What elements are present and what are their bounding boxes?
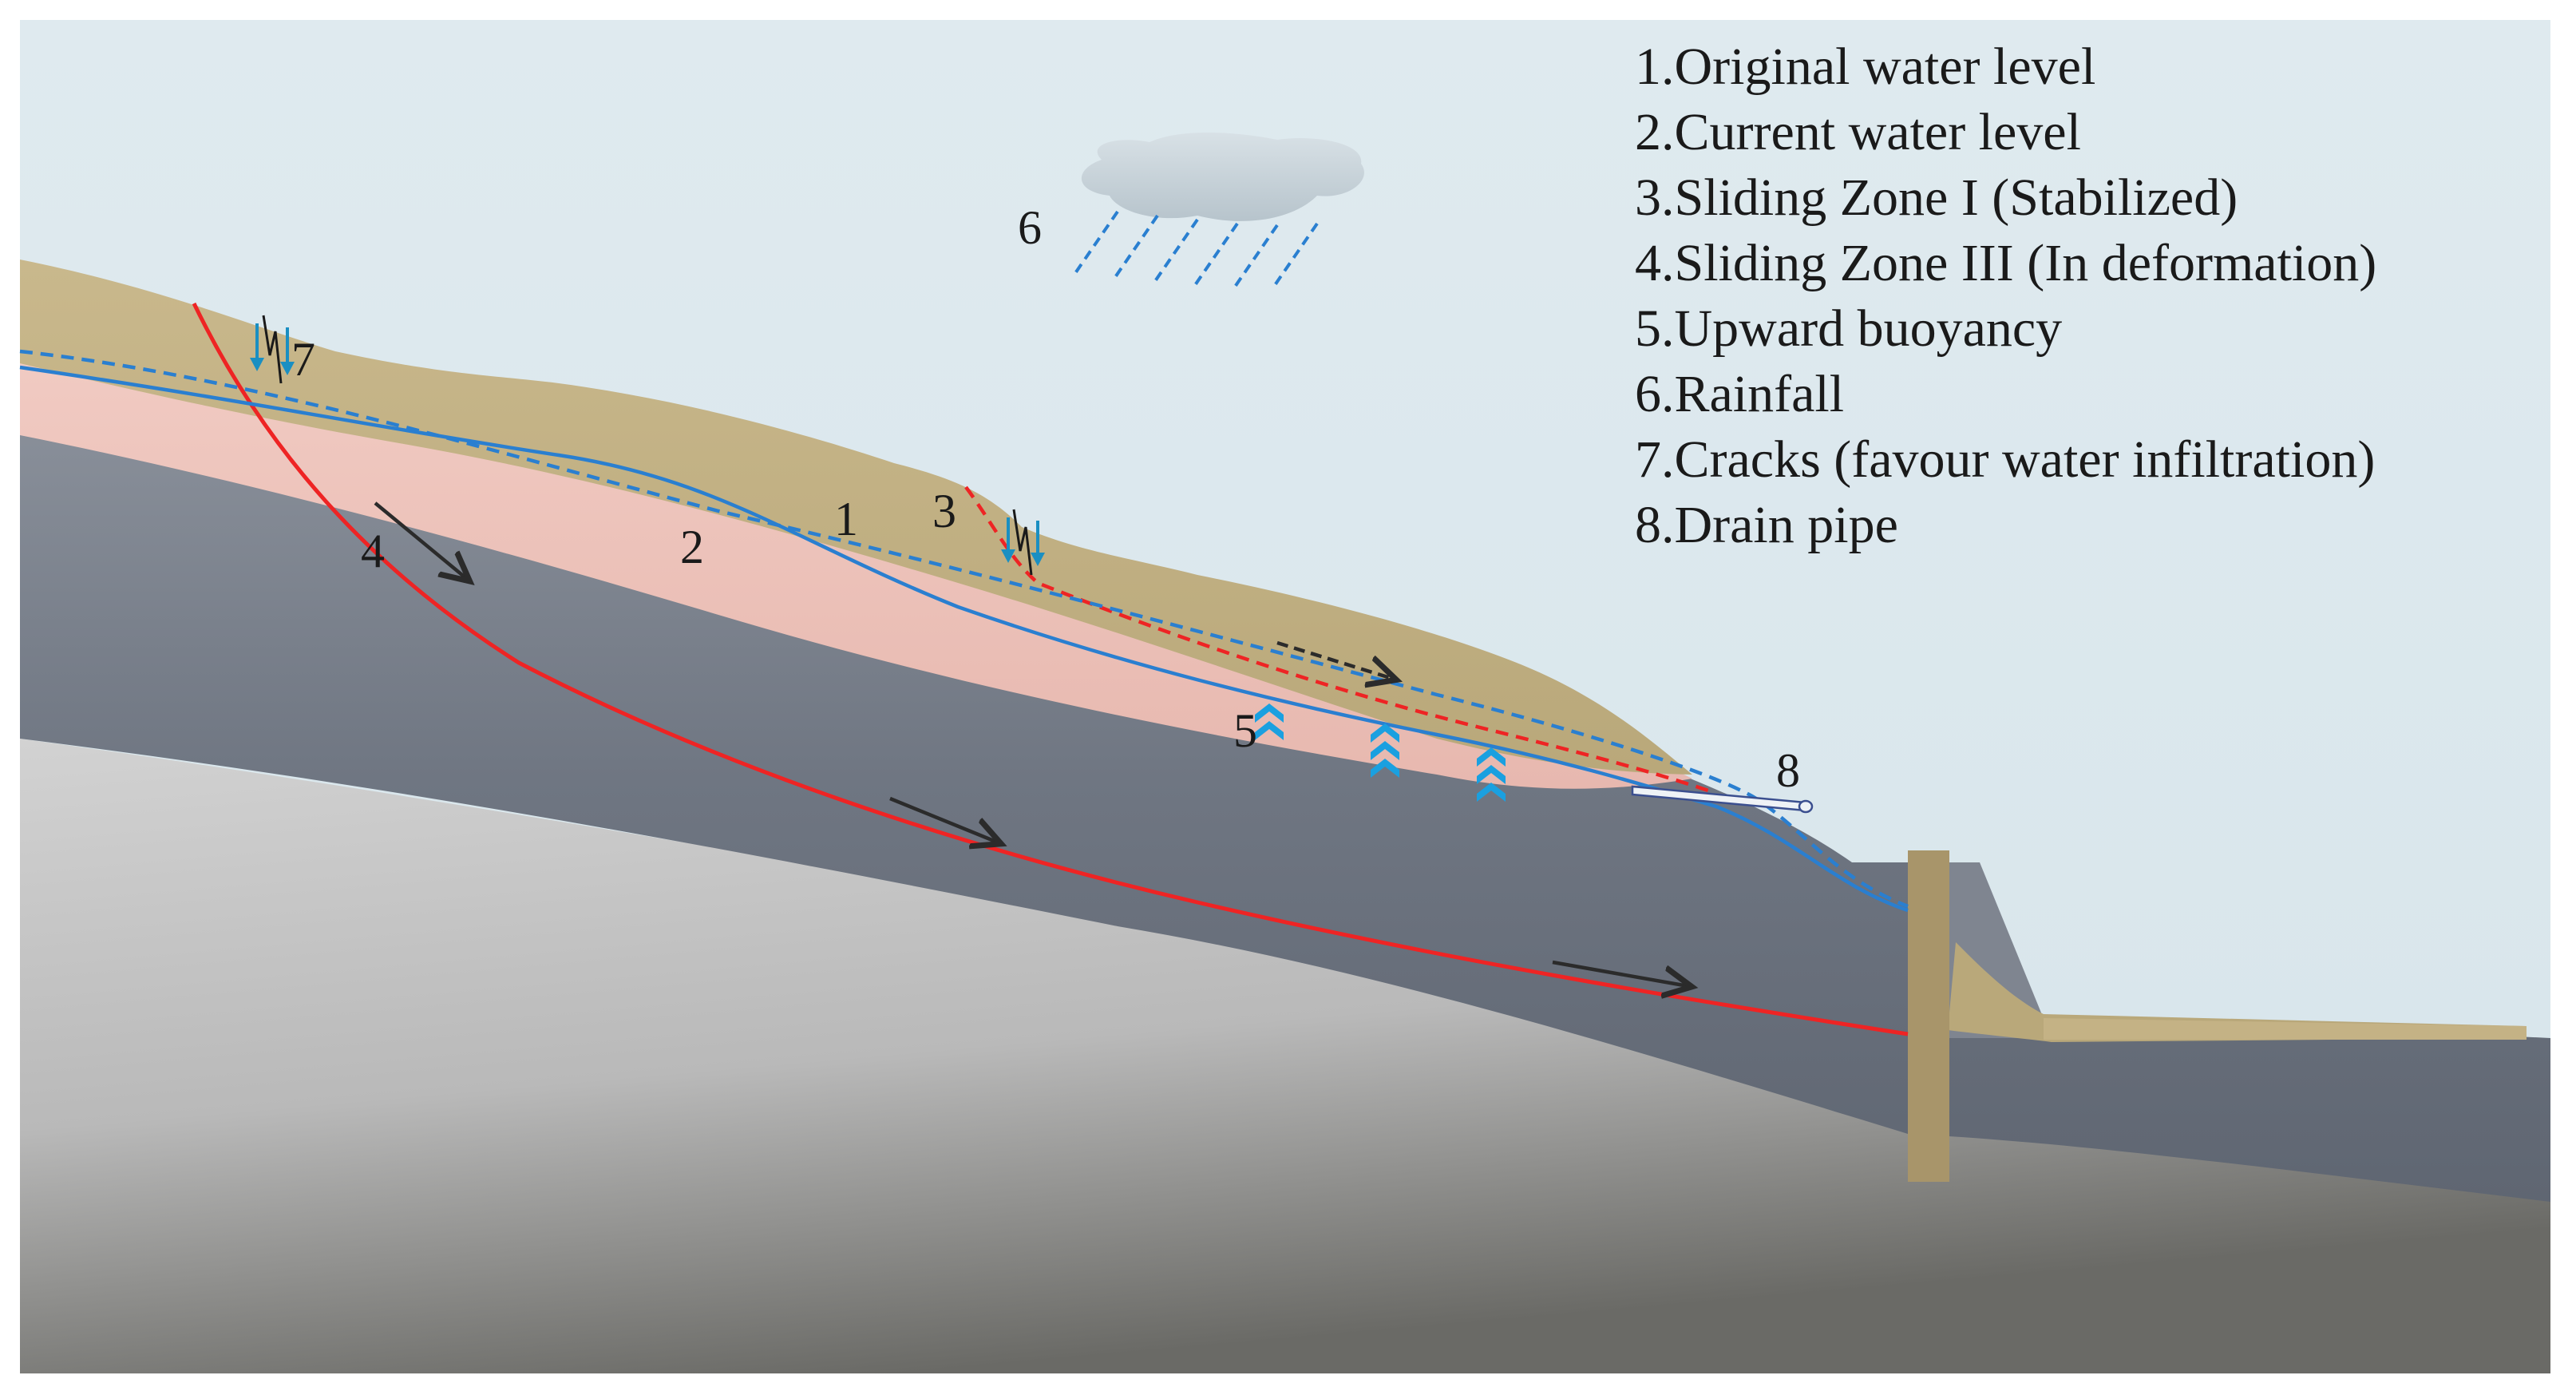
marker-8: 8 <box>1776 744 1800 797</box>
marker-5: 5 <box>1233 704 1257 757</box>
sliding-zone-iii-line <box>192 302 1909 1036</box>
legend-item-6: 6.Rainfall <box>1635 365 1844 423</box>
marker-1: 1 <box>834 493 858 545</box>
crack-icon-middle <box>1001 509 1045 576</box>
plain-soil-strip <box>2044 1018 2527 1040</box>
legend-item-2: 2.Current water level <box>1635 103 2081 161</box>
retaining-pile <box>1908 850 1949 1182</box>
soil-layer <box>20 260 1692 775</box>
sliding-arrow-2 <box>889 796 998 842</box>
sliding-arrow-1 <box>374 501 467 579</box>
sliding-arrow-dashed <box>1276 640 1393 679</box>
legend-item-4: 4.Sliding Zone III (In deformation) <box>1635 234 2376 292</box>
legend-item-3: 3.Sliding Zone I (Stabilized) <box>1635 168 2238 227</box>
toe-soil <box>1948 942 2527 1042</box>
bedrock-layer <box>20 739 2550 1373</box>
marker-6: 6 <box>1018 201 1042 254</box>
legend-item-1: 1.Original water level <box>1635 38 2095 96</box>
buoyancy-chevron-3 <box>1477 747 1506 802</box>
buoyancy-chevron-1 <box>1255 703 1284 740</box>
legend: 1.Original water level 2.Current water l… <box>1635 38 2376 554</box>
sliding-zone-i-line <box>964 485 1709 793</box>
buoyancy-arrows <box>1255 703 1506 802</box>
buoyancy-chevron-2 <box>1371 723 1399 778</box>
crack-icon-upper <box>250 315 295 384</box>
legend-item-7: 7.Cracks (favour water infiltration) <box>1635 430 2375 489</box>
marker-7: 7 <box>291 333 315 386</box>
marker-3: 3 <box>932 485 956 537</box>
drain-pipe <box>1631 785 1814 814</box>
rain-cloud-icon <box>1081 132 1364 221</box>
marker-4: 4 <box>361 525 385 577</box>
current-water-level-line <box>19 365 1909 913</box>
legend-item-8: 8.Drain pipe <box>1635 496 1898 554</box>
sliding-arrow-3 <box>1552 960 1688 986</box>
rainfall-lines <box>1072 210 1319 291</box>
legend-item-5: 5.Upward buoyancy <box>1635 299 2062 358</box>
marker-2: 2 <box>680 521 704 573</box>
